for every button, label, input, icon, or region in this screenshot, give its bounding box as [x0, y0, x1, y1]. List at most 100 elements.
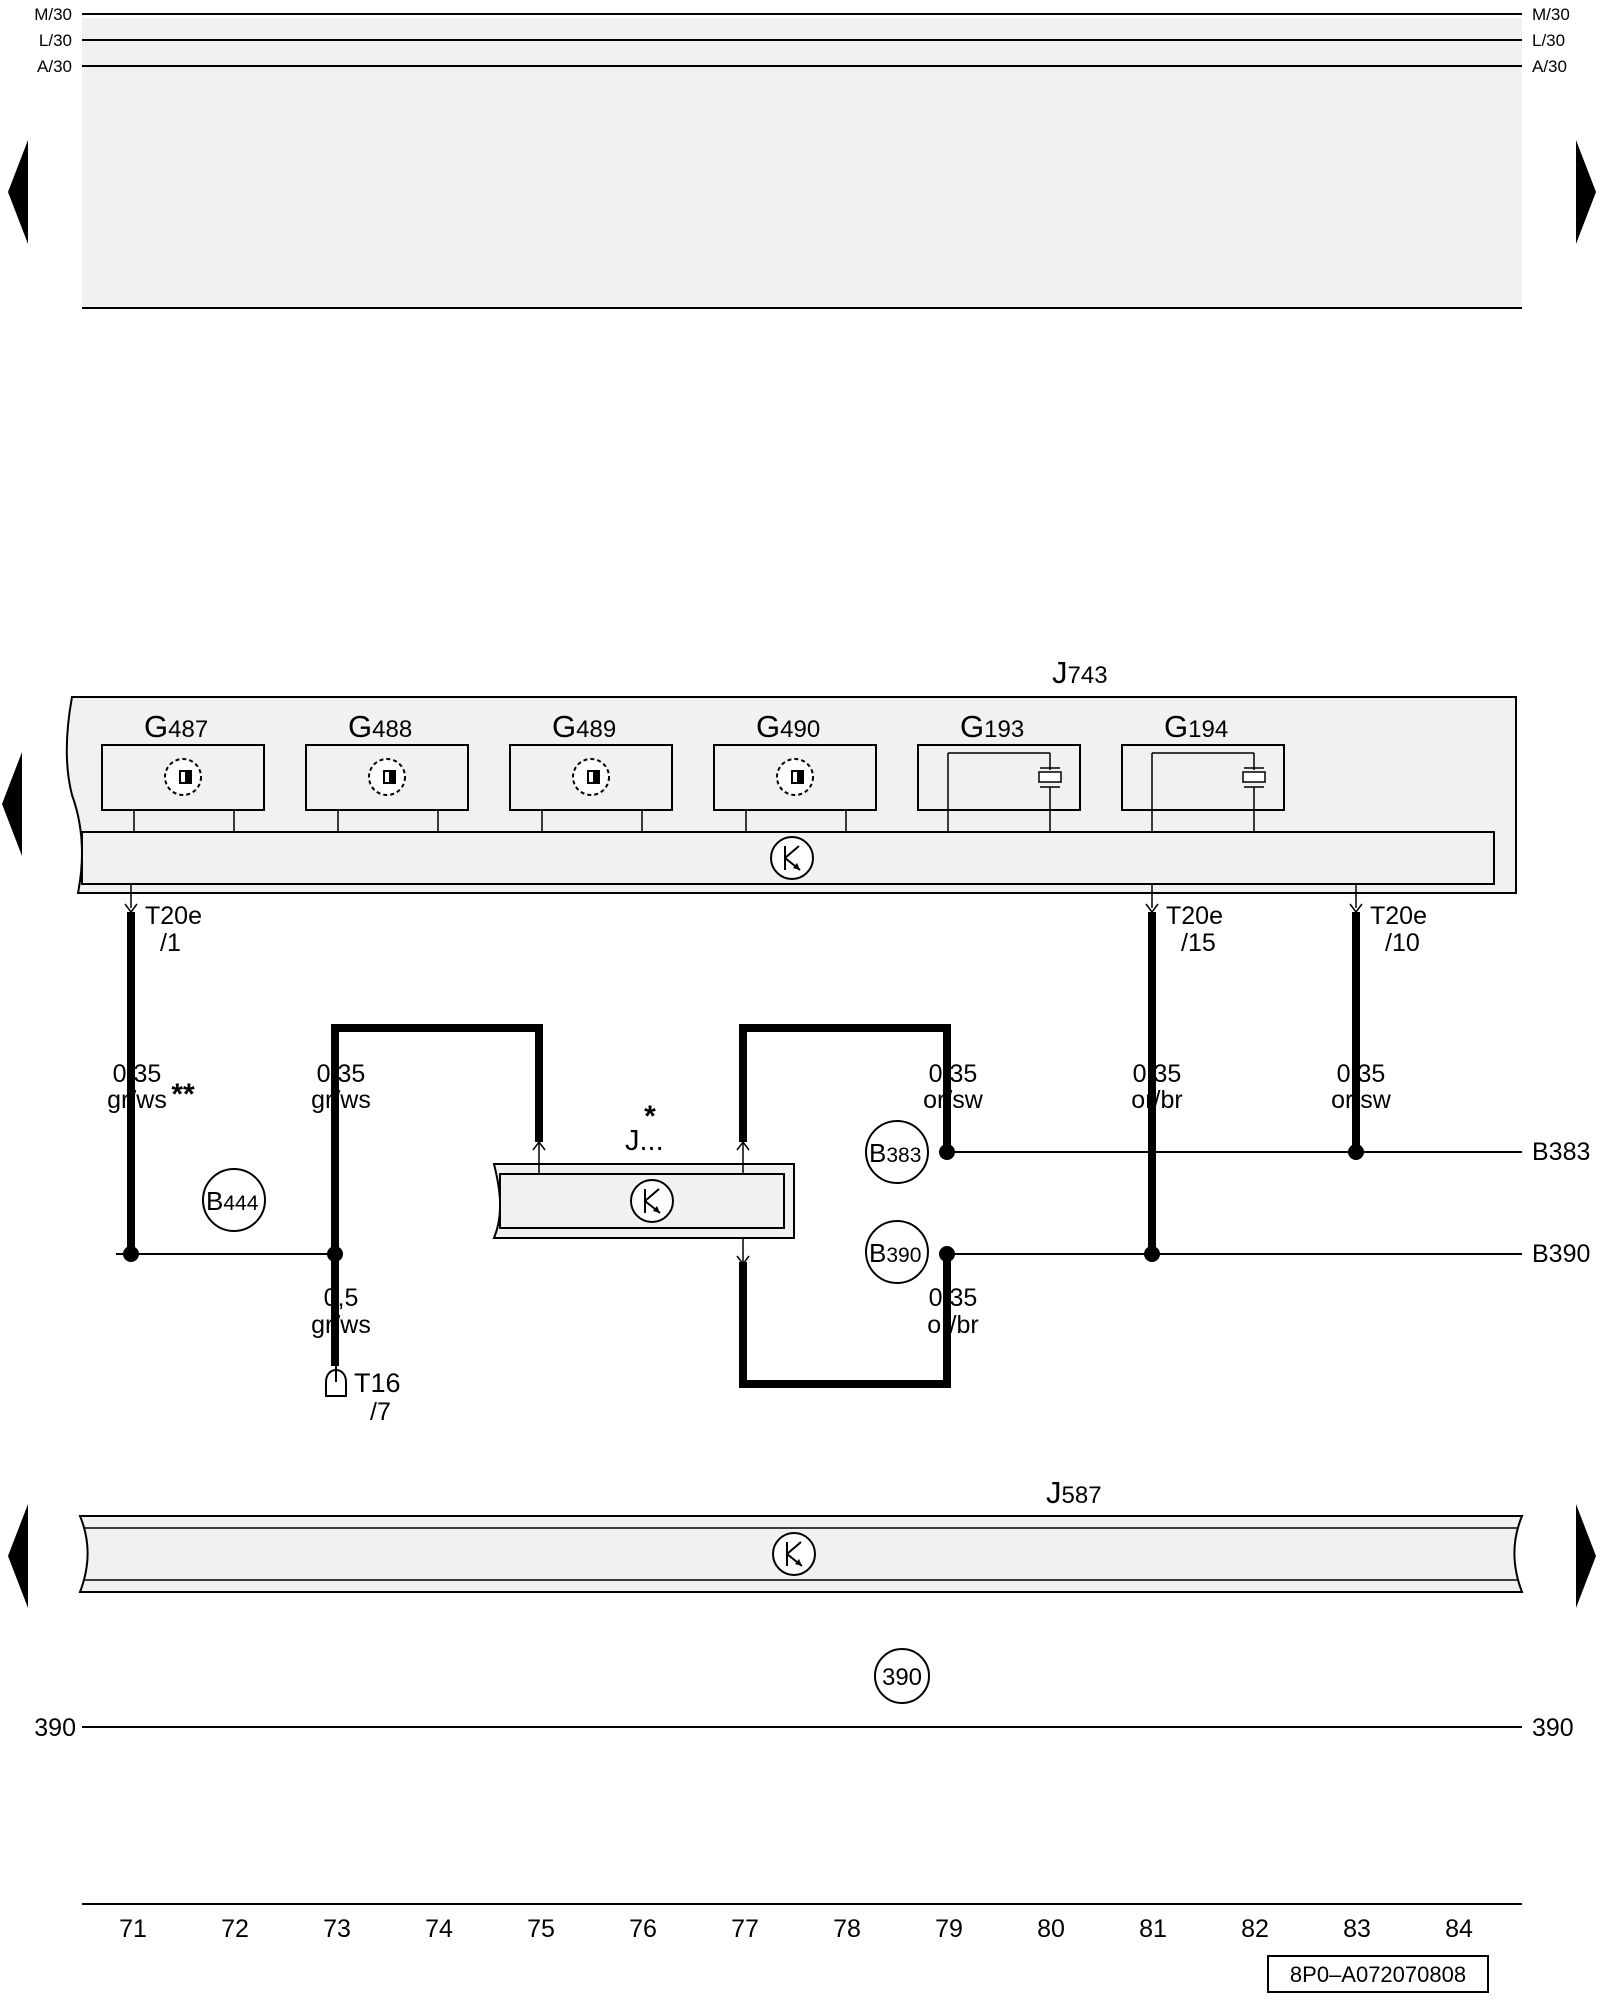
bus-label-m-left: M/30 — [34, 5, 72, 24]
svg-text:**: ** — [171, 1078, 195, 1111]
module-j-unknown: J... * — [492, 1100, 795, 1266]
svg-text:gr/ws: gr/ws — [311, 1086, 371, 1114]
j-unknown-label: J... — [625, 1125, 664, 1157]
thin-wires — [116, 1151, 1522, 1255]
column-number: 75 — [527, 1915, 555, 1943]
control-unit-icon — [772, 1532, 816, 1576]
wire-label-79-upper: 0,35 or/sw — [923, 1060, 984, 1114]
b390-end-label: B390 — [1532, 1240, 1590, 1268]
j743-label: J743 — [1052, 655, 1108, 690]
sensor-element-icon — [368, 758, 406, 796]
splice-dot — [939, 1144, 955, 1160]
svg-text:or/sw: or/sw — [1331, 1086, 1392, 1114]
sensor-g487: G487 — [101, 709, 265, 832]
arrow-right-icon[interactable] — [1576, 1504, 1596, 1608]
upper-panel — [82, 18, 1522, 308]
splice-dot — [1144, 1246, 1160, 1262]
bus-label-a-left: A/30 — [37, 57, 72, 76]
svg-text:or/br: or/br — [1131, 1086, 1182, 1114]
svg-text:0,35: 0,35 — [929, 1284, 978, 1312]
column-number: 79 — [935, 1915, 963, 1943]
svg-text:B444: B444 — [206, 1186, 259, 1216]
svg-text:B383: B383 — [869, 1138, 921, 1168]
column-number: 83 — [1343, 1915, 1371, 1943]
sensor-element-icon — [164, 758, 202, 796]
wire-labels: 0,35 gr/ws ** 0,35 gr/ws 0,5 gr/ws 0,35 … — [107, 1060, 1392, 1339]
svg-text:0,35: 0,35 — [317, 1060, 366, 1088]
connectors: T20e /1 T20e /15 T20e /10 — [124, 884, 1427, 957]
sensor-g194: G194 — [1121, 709, 1285, 832]
svg-text:/7: /7 — [370, 1398, 391, 1426]
module-j587: J587 — [78, 1475, 1524, 1593]
svg-text:0,5: 0,5 — [324, 1284, 359, 1312]
connector-t20e-1: T20e /1 — [124, 884, 202, 957]
column-number: 71 — [119, 1915, 147, 1943]
svg-text:0,35: 0,35 — [1337, 1060, 1386, 1088]
node-b444[interactable]: B444 — [202, 1168, 266, 1232]
bus-label-m-right: M/30 — [1532, 5, 1570, 24]
svg-text:T20e: T20e — [1166, 902, 1223, 930]
sensor-label: G490 — [756, 709, 820, 744]
svg-text:B390: B390 — [869, 1238, 921, 1268]
reference-number: 8P0–A072070808 — [1290, 1962, 1466, 1987]
sensor-g193: G193 — [917, 709, 1081, 832]
ground-label-left: 390 — [34, 1714, 76, 1742]
column-number: 80 — [1037, 1915, 1065, 1943]
ground-label-right: 390 — [1532, 1714, 1574, 1742]
b383-end-label: B383 — [1532, 1138, 1590, 1166]
bus-section: M/30 L/30 A/30 M/30 L/30 A/30 — [34, 5, 1570, 309]
splice-dot — [327, 1246, 343, 1262]
svg-text:0,35: 0,35 — [113, 1060, 162, 1088]
connector-t16-7: T16 /7 — [325, 1366, 401, 1426]
column-number: 74 — [425, 1915, 453, 1943]
wire-77-79-upper — [739, 1024, 951, 1152]
column-number: 78 — [833, 1915, 861, 1943]
node-b390[interactable]: B390 — [865, 1220, 929, 1284]
connector-t20e-15: T20e /15 — [1145, 884, 1223, 957]
wire-label-71: 0,35 gr/ws ** — [107, 1060, 195, 1114]
arrow-left-icon[interactable] — [2, 752, 22, 856]
wire-77-79-lower — [739, 1254, 951, 1388]
sensor-label: G487 — [144, 709, 208, 744]
svg-text:or/br: or/br — [927, 1311, 978, 1339]
column-number: 84 — [1445, 1915, 1473, 1943]
column-number: 77 — [731, 1915, 759, 1943]
pressure-sensor-icon — [1242, 767, 1266, 788]
wire-label-73-upper: 0,35 gr/ws — [311, 1060, 371, 1114]
svg-text:390: 390 — [882, 1664, 922, 1691]
svg-text:/1: /1 — [160, 929, 181, 957]
control-unit-icon — [630, 1179, 674, 1223]
svg-text:T20e: T20e — [145, 902, 202, 930]
column-number: 81 — [1139, 1915, 1167, 1943]
column-ruler: 71 72 73 74 75 76 77 78 79 80 81 82 83 8… — [82, 1903, 1522, 1943]
arrow-right-icon[interactable] — [1576, 140, 1596, 244]
arrow-left-icon[interactable] — [8, 140, 28, 244]
svg-text:gr/ws: gr/ws — [107, 1086, 167, 1114]
splice-dot — [939, 1246, 955, 1262]
svg-text:0,35: 0,35 — [1133, 1060, 1182, 1088]
column-number: 82 — [1241, 1915, 1269, 1943]
bus-label-a-right: A/30 — [1532, 57, 1567, 76]
ground-node[interactable] — [874, 1648, 930, 1704]
bus-label-l-right: L/30 — [1532, 31, 1565, 50]
sensor-element-icon — [572, 758, 610, 796]
node-b383[interactable]: B383 — [865, 1120, 929, 1184]
svg-text:or/sw: or/sw — [923, 1086, 984, 1114]
svg-text:T20e: T20e — [1370, 902, 1427, 930]
sensor-label: G488 — [348, 709, 412, 744]
svg-text:/10: /10 — [1385, 929, 1420, 957]
ground-390: 390 390 390 — [34, 1648, 1574, 1742]
j587-label: J587 — [1046, 1475, 1102, 1510]
arrow-left-icon[interactable] — [8, 1504, 28, 1608]
pressure-sensor-icon — [1038, 767, 1062, 788]
splice-dot — [1348, 1144, 1364, 1160]
wires — [127, 912, 1360, 1388]
svg-text:/15: /15 — [1181, 929, 1216, 957]
column-number: 76 — [629, 1915, 657, 1943]
wire-73-loop — [331, 1024, 543, 1254]
sensor-label: G489 — [552, 709, 616, 744]
connector-t20e-10: T20e /10 — [1349, 884, 1427, 957]
svg-text:gr/ws: gr/ws — [311, 1311, 371, 1339]
column-number: 72 — [221, 1915, 249, 1943]
